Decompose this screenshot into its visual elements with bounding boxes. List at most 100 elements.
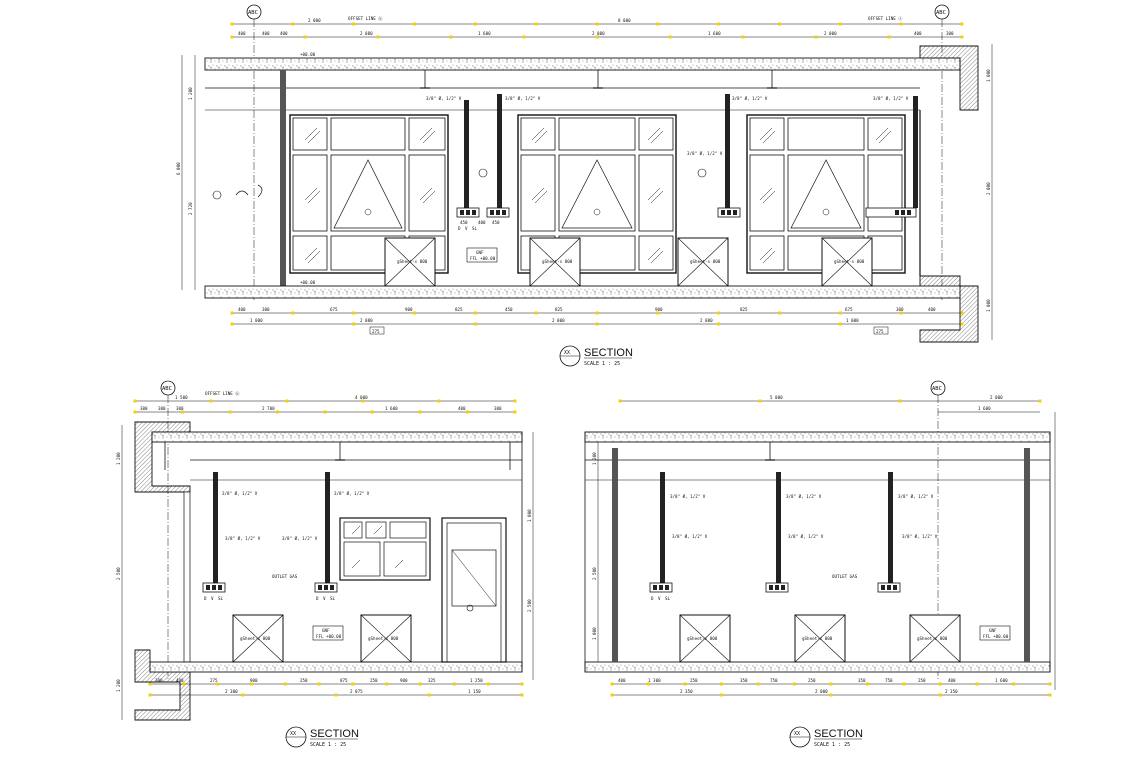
box-label: gSheet-s 800 (397, 259, 428, 264)
fixture-sub: D (458, 226, 461, 231)
dim-label: 2 000 (824, 31, 837, 36)
dim-tick (960, 322, 964, 326)
dim-tick (466, 410, 469, 414)
offset-line: OFFSET LINE ⓑ (205, 390, 240, 397)
floor-slab (204, 285, 961, 299)
pipe (213, 472, 218, 584)
dim-label: 400 (948, 678, 956, 683)
dim-tick (133, 399, 137, 403)
dim-label: 300 (494, 406, 502, 411)
dim-top1-a: 2 000 (308, 18, 321, 23)
box-label: gSheet-s 800 (917, 636, 948, 641)
dim-tick (209, 399, 213, 403)
bottom-left-section: ABC OFFSET LINE ⓑ 1 500 4 000 300 300 30… (116, 380, 534, 748)
dim-label: 250 (918, 678, 926, 683)
dim-tick (758, 399, 762, 403)
dim-tick (887, 35, 891, 39)
outlet-label: OUTLET GAS (832, 574, 858, 579)
dim-tick (1048, 693, 1052, 697)
valve (659, 585, 663, 590)
dim-label: 1 500 (175, 395, 188, 400)
dim-tick (829, 682, 833, 686)
section-title: SECTION (814, 728, 863, 740)
dim-label: 250 (808, 678, 816, 683)
dim-tick (334, 693, 338, 697)
dim-tick (449, 35, 453, 39)
dim-tick (473, 311, 477, 315)
dim-tick (1012, 682, 1015, 686)
left-wall-face (183, 491, 191, 663)
level-top: +00.00 (300, 52, 316, 57)
dim-label: 1 000 (592, 627, 597, 640)
pipe-label: 3/8" Ø, 1/2" V (334, 491, 370, 496)
dim-label: 1 600 (995, 678, 1008, 683)
dim-label: 400 (280, 31, 288, 36)
fixture-sub: D (651, 596, 654, 601)
dim-label: 900 (655, 307, 663, 312)
valve (212, 585, 216, 590)
pipe-label: 3/8" Ø, 1/2" V (426, 96, 462, 101)
dim-label: 400 (618, 678, 626, 683)
valve (218, 585, 222, 590)
dim-top2-labels: 400 400 400 2 080 1 600 2 000 1 600 2 00… (238, 31, 954, 36)
ceiling-slab (151, 431, 523, 443)
dim-tick (829, 693, 833, 697)
box-label: gSheet-s 800 (687, 636, 718, 641)
dim-label: 300 (176, 406, 184, 411)
dim-tick (778, 22, 781, 26)
dim-tick (437, 399, 441, 403)
dim-tick (419, 682, 423, 686)
valve (887, 585, 891, 590)
pipe-group (464, 94, 918, 210)
dim-tick (352, 22, 356, 26)
tag-circle (212, 190, 222, 200)
fixture-sub: SL (665, 596, 671, 601)
fixture-sub: D (316, 596, 319, 601)
dim-tick (317, 682, 321, 686)
rotation-symbol (235, 184, 263, 198)
dim-tag-label: 275 (876, 329, 884, 334)
grid-label-left: ABC (248, 10, 258, 16)
valve (318, 585, 322, 590)
dim-label: 2 500 (527, 599, 532, 612)
dim-tick (181, 410, 184, 414)
dim-label: 2 500 (116, 567, 121, 580)
dim-label: 300 (946, 31, 954, 36)
fixture-sub: D (204, 596, 207, 601)
dim-tick (520, 693, 524, 697)
dim-tick (534, 22, 538, 26)
dim-tick (720, 693, 723, 697)
dim-tick (303, 35, 307, 39)
dim-label: 1 300 (648, 678, 661, 683)
dim-tick (1038, 399, 1042, 403)
box-label: gSheet-s 800 (368, 636, 399, 641)
pipe-label-mid: 3/8" Ø, 1/2" V (902, 534, 938, 539)
dim-label: 450 (505, 307, 513, 312)
title-circle-label: XX (794, 731, 800, 737)
room-tag: GNF (989, 628, 997, 633)
scale-text: SCALE 1 : 25 (814, 742, 850, 748)
dim-tick (866, 682, 869, 686)
dim-label: 1 200 (116, 452, 121, 465)
pipe-label-mid: 3/8" Ø, 1/2" V (788, 534, 824, 539)
valve (324, 585, 328, 590)
dim-tick (960, 35, 964, 39)
dim-label: 900 (405, 307, 413, 312)
dim-tick (899, 311, 903, 315)
cabinet-cross (794, 614, 846, 663)
dim-tick (513, 410, 517, 414)
window-unit-1 (289, 114, 449, 274)
valve (206, 585, 210, 590)
floor-slab (149, 661, 523, 673)
dim-tick (133, 410, 137, 414)
dim-label: 350 (740, 678, 748, 683)
dim-label: 2 000 (552, 318, 565, 323)
dim-tick (902, 682, 906, 686)
dim-tick (1048, 682, 1052, 686)
dim-label: 2 350 (680, 689, 693, 694)
dim-tick (595, 22, 599, 26)
box-label: gSheet-s 800 (690, 259, 721, 264)
dim-label: 675 (330, 307, 338, 312)
dim-label: 2 350 (945, 689, 958, 694)
dim-label: 2 700 (262, 406, 275, 411)
